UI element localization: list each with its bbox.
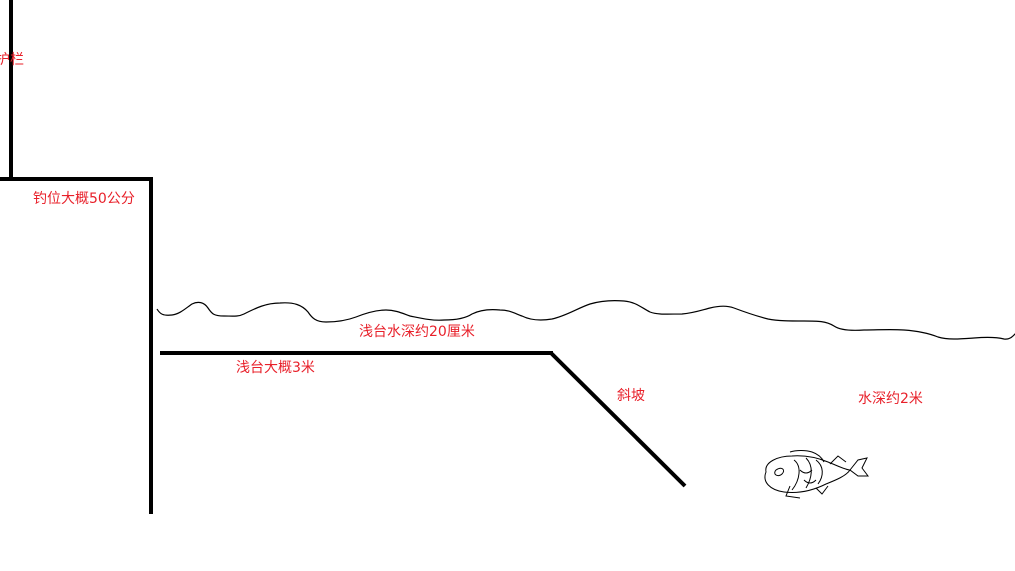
deep-water-label: 水深约2米 bbox=[858, 391, 923, 407]
water-surface bbox=[156, 300, 1015, 340]
shallow-depth-label: 浅台水深约20厘米 bbox=[359, 324, 475, 340]
shallow-width-label: 浅台大概3米 bbox=[236, 360, 315, 376]
slope-line bbox=[549, 351, 687, 488]
slope-label: 斜坡 bbox=[617, 388, 645, 404]
railing-label: 护栏 bbox=[0, 52, 24, 68]
fishing-spot-label: 钓位大概50公分 bbox=[33, 191, 135, 207]
fish-icon bbox=[764, 450, 869, 499]
